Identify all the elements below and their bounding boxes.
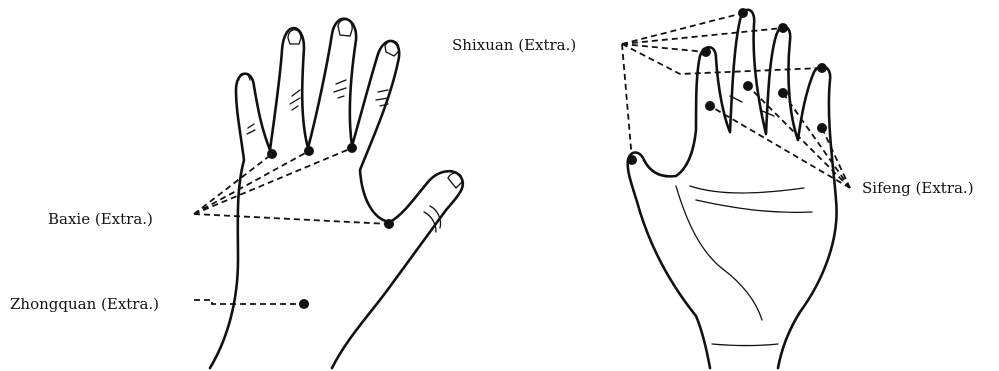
sifeng-leader-4 [822, 128, 850, 188]
palm-crease-heart [696, 200, 812, 212]
palm-crease-life [690, 186, 804, 193]
left-nail-ring [288, 30, 301, 44]
baxie-leader-1 [194, 154, 272, 214]
left-nail-middle [338, 20, 352, 36]
shixuan-label: Shixuan (Extra.) [452, 36, 576, 54]
left-crease-1 [247, 124, 255, 134]
left-crease-2 [290, 90, 300, 110]
zhongquan-label: Zhongquan (Extra.) [10, 295, 159, 313]
zhongquan-leader [194, 300, 300, 304]
baxie-leader-2 [194, 151, 309, 214]
palm-crease-thenar [676, 186, 762, 320]
sifeng-point-4 [817, 123, 827, 133]
shixuan-leader-middle [622, 13, 743, 44]
left-crease-3 [334, 80, 346, 98]
sifeng-leader-3 [783, 93, 850, 188]
baxie-label: Baxie (Extra.) [48, 210, 153, 228]
baxie-leader-4 [194, 214, 389, 224]
left-nail-index [385, 41, 399, 56]
sifeng-point-1 [705, 101, 715, 111]
left-nail-thumb [448, 173, 462, 188]
zhongquan-point [299, 299, 309, 309]
left-hand-dorsum [194, 19, 463, 368]
palm-crease-wrist [712, 344, 778, 346]
shixuan-leader-little [622, 44, 822, 74]
shixuan-leader-ring [622, 28, 783, 44]
left-hand-outline [210, 19, 463, 368]
right-hand-palm [622, 8, 850, 368]
shixuan-leader-thumb [622, 44, 632, 160]
sifeng-label: Sifeng (Extra.) [862, 179, 974, 197]
